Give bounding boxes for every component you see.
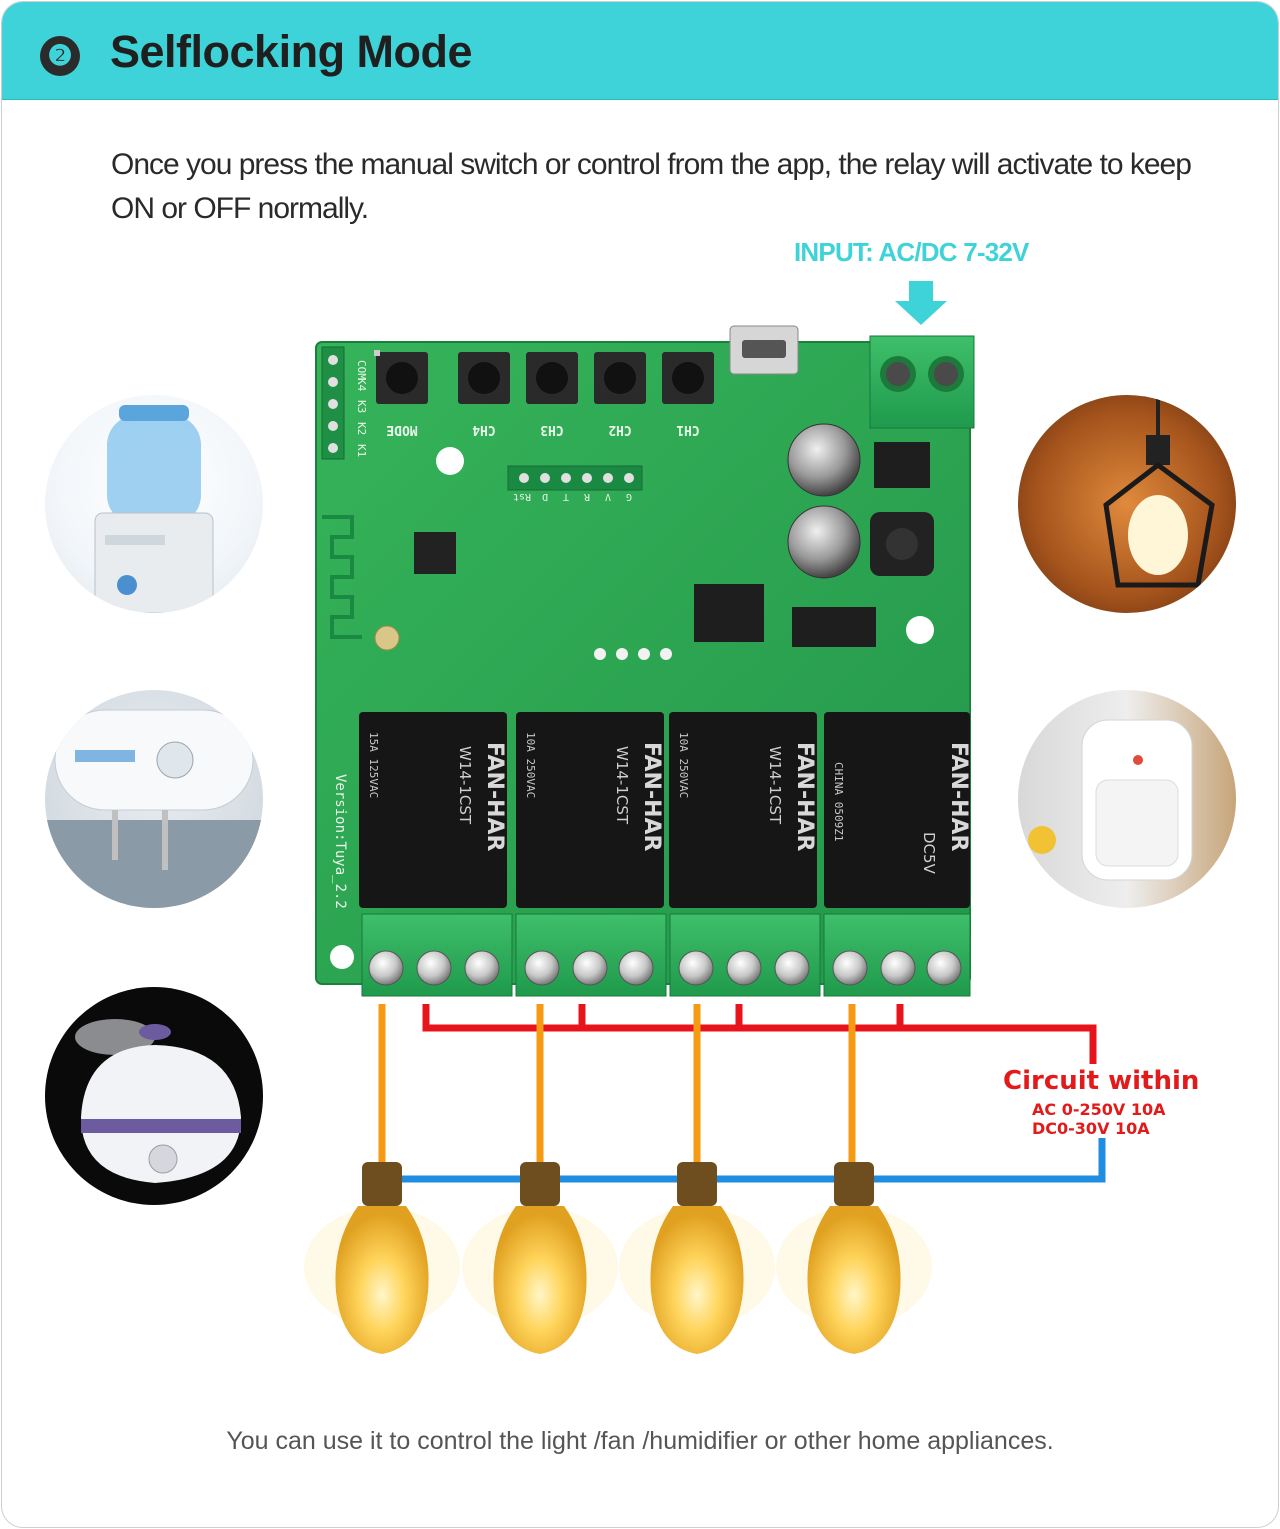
relay-rating: 10A 250VAC [677, 732, 690, 798]
relay-rating: CHINA 0509Z1 [832, 762, 845, 841]
pin-label-k4: K4 [355, 378, 368, 392]
button-label-ch3: CH3 [540, 422, 563, 437]
relay-board: MODE CH4 CH3 CH2 CH1 COM K4 K3 K2 K1 [315, 325, 975, 997]
pin-label-k2: K2 [355, 422, 368, 435]
header-pin-g: G [626, 491, 632, 502]
air-fryer-icon [1018, 690, 1236, 908]
pendant-lamp-icon [1018, 395, 1236, 613]
capacitor [787, 423, 861, 579]
relay-block-3: FAN-HAR W14-1CST 10A 250VAC [516, 712, 664, 908]
wire-blue-neutral [402, 1138, 1106, 1183]
ch4-button[interactable] [458, 352, 510, 404]
ch1-button[interactable] [662, 352, 714, 404]
light-bulb-icon [776, 1162, 932, 1354]
header-pin-t: T [563, 491, 569, 502]
footer-note: You can use it to control the light /fan… [226, 1427, 1054, 1455]
ch3-button[interactable] [526, 352, 578, 404]
ic-u4 [694, 584, 764, 642]
relay-model: W14-1CST [456, 746, 474, 825]
mode-description: Once you press the manual switch or cont… [111, 148, 1192, 225]
relay-block-4: FAN-HAR W14-1CST 15A 125VAC [359, 712, 507, 908]
board-version: Version:Tuya_2.2 [332, 774, 348, 909]
micro-usb-port [729, 325, 799, 375]
power-terminal [869, 335, 975, 429]
wire-red-common [422, 1004, 1097, 1064]
water-heater-icon [45, 690, 263, 908]
pin-label-com: COM [355, 360, 368, 380]
button-label-ch4: CH4 [472, 422, 496, 437]
input-arrow-icon [895, 281, 947, 325]
ipex-connector [374, 625, 400, 651]
circuit-ac-rating: AC 0-250V 10A [1032, 1100, 1166, 1119]
light-bulb-icon [619, 1162, 775, 1354]
relay-block-1: FAN-HAR DC5V CHINA 0509Z1 [824, 712, 971, 908]
header-bar: ❷ Selflocking Mode [2, 2, 1278, 100]
relay-brand: FAN-HAR [482, 742, 507, 852]
light-bulb-icon [462, 1162, 618, 1354]
header-pin-v: V [605, 491, 611, 502]
programming-header [507, 465, 643, 491]
relay-rating: 15A 125VAC [367, 732, 380, 798]
relay-voltage: DC5V [920, 832, 938, 875]
relay-brand: FAN-HAR [792, 742, 817, 852]
mode-button[interactable] [374, 350, 428, 404]
relay-rating: 10A 250VAC [524, 732, 537, 798]
relay-model: W14-1CST [613, 746, 631, 825]
ic-u5 [874, 442, 930, 488]
relay-model: W14-1CST [766, 746, 784, 825]
ch2-button[interactable] [594, 352, 646, 404]
relay-brand: FAN-HAR [946, 742, 971, 852]
page-title: Selflocking Mode [110, 26, 473, 77]
header-pin-rst: Rst [513, 491, 531, 502]
humidifier-icon [45, 987, 263, 1205]
ic-u3 [792, 607, 876, 647]
pin-label-k1: K1 [355, 444, 368, 457]
output-terminals [361, 913, 971, 997]
relay-brand: FAN-HAR [639, 742, 664, 852]
circuit-dc-rating: DC0-30V 10A [1032, 1119, 1150, 1138]
water-dispenser-icon [45, 395, 263, 613]
circuit-within-title: Circuit within [1003, 1066, 1200, 1096]
relay-block-2: FAN-HAR W14-1CST 10A 250VAC [669, 712, 817, 908]
button-label-ch1: CH1 [676, 422, 700, 437]
header-pin-r: R [583, 491, 590, 502]
step-number-badge: ❷ [40, 36, 80, 76]
button-label-mode: MODE [386, 422, 417, 437]
button-label-ch2: CH2 [608, 422, 631, 437]
input-voltage-label: INPUT: AC/DC 7-32V [794, 237, 1029, 267]
wire-orange-load [378, 1004, 856, 1172]
pin-label-k3: K3 [355, 400, 368, 413]
light-bulb-icon [304, 1162, 460, 1354]
header-pin-d: D [542, 491, 548, 502]
wifi-chip [414, 532, 456, 574]
